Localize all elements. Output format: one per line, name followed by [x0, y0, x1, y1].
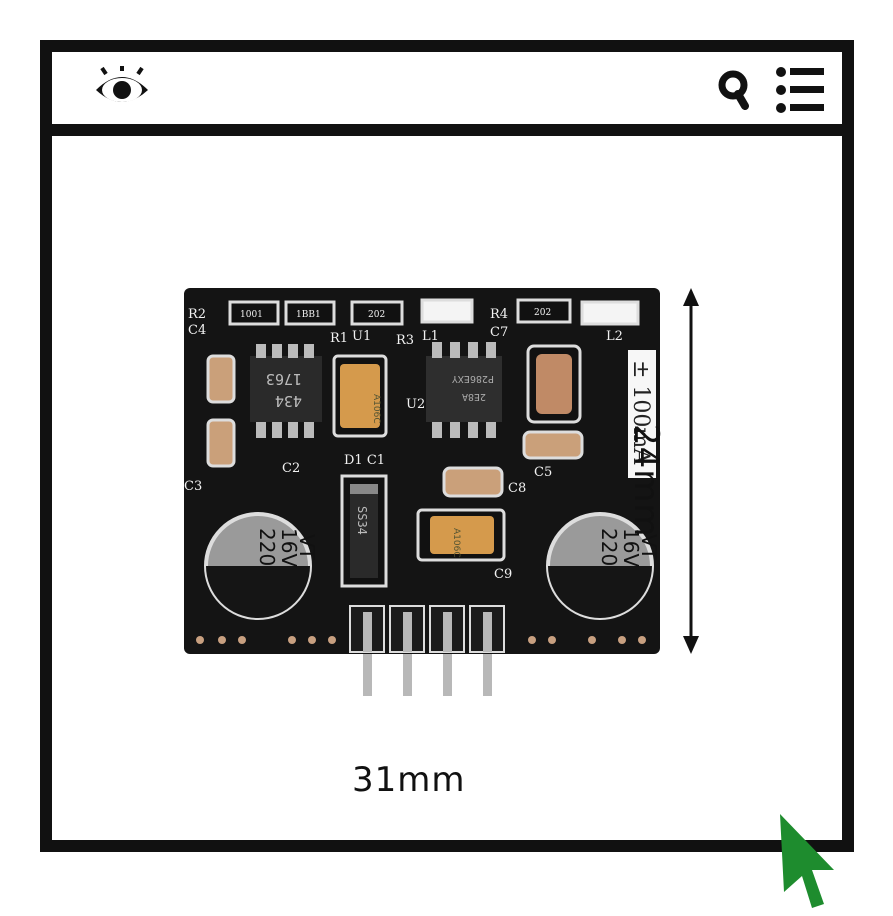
current-rating-label: ± 100mA: [628, 360, 653, 465]
svg-text:434: 434: [275, 392, 302, 410]
electrolytic-cap-left: 220 16V VT: [204, 512, 319, 620]
svg-text:L2: L2: [606, 329, 623, 344]
svg-text:1BB1: 1BB1: [296, 310, 321, 320]
svg-text:202: 202: [368, 310, 385, 320]
content-area: 1001 1BB1 202 202 R2 C4 R1 U1 R3 L1 R4 C…: [52, 136, 842, 840]
height-dimension-arrow: [683, 288, 699, 654]
height-label: 24mm: [626, 424, 666, 538]
svg-text:VT: VT: [295, 534, 319, 561]
svg-text:1001: 1001: [240, 310, 263, 320]
eye-icon[interactable]: [92, 66, 152, 110]
pcb-module-image: 1001 1BB1 202 202 R2 C4 R1 U1 R3 L1 R4 C…: [184, 288, 699, 696]
svg-text:A106C: A106C: [451, 528, 461, 558]
svg-text:C9: C9: [494, 567, 512, 582]
ic-u1: 1763 434: [250, 344, 322, 438]
ic-u2: P286EXY 2E8A: [426, 342, 502, 438]
header-pins: [363, 616, 492, 696]
svg-text:U1: U1: [352, 329, 371, 344]
svg-text:220: 220: [255, 528, 279, 566]
diode-d1: SS34: [340, 474, 388, 588]
svg-text:A106C: A106C: [371, 394, 381, 424]
svg-text:VT: VT: [637, 534, 661, 561]
svg-text:16V: 16V: [277, 528, 301, 567]
svg-text:R1: R1: [330, 331, 348, 346]
search-icon[interactable]: [718, 70, 754, 110]
svg-text:202: 202: [534, 308, 551, 318]
svg-text:R2: R2: [188, 307, 206, 322]
mouse-cursor-icon: [780, 814, 834, 908]
svg-text:P286EXY: P286EXY: [452, 373, 494, 384]
svg-text:C4: C4: [188, 323, 206, 338]
svg-text:SS34: SS34: [355, 506, 369, 535]
menu-list-icon[interactable]: [776, 66, 824, 114]
svg-text:U2: U2: [406, 397, 425, 412]
svg-text:1763: 1763: [266, 370, 302, 388]
svg-text:L1: L1: [422, 329, 439, 344]
svg-text:C8: C8: [508, 481, 526, 496]
width-label: 31mm: [352, 760, 466, 800]
pin-header-block: [349, 605, 505, 653]
top-resistor-row: 1001 1BB1 202 202: [228, 298, 640, 326]
svg-text:16V: 16V: [619, 528, 643, 567]
svg-text:C3: C3: [184, 479, 202, 494]
browser-window: 1001 1BB1 202 202 R2 C4 R1 U1 R3 L1 R4 C…: [40, 40, 854, 852]
svg-text:R3: R3: [396, 333, 414, 348]
svg-text:2E8A: 2E8A: [462, 391, 486, 402]
svg-text:C2: C2: [282, 461, 300, 476]
svg-text:D1 C1: D1 C1: [344, 453, 385, 468]
svg-text:R4: R4: [490, 307, 508, 322]
svg-text:C7: C7: [490, 325, 508, 340]
electrolytic-cap-right: 220 16V VT: [546, 512, 661, 620]
title-bar: [52, 52, 842, 136]
svg-text:C5: C5: [534, 465, 552, 480]
svg-text:220: 220: [597, 528, 621, 566]
